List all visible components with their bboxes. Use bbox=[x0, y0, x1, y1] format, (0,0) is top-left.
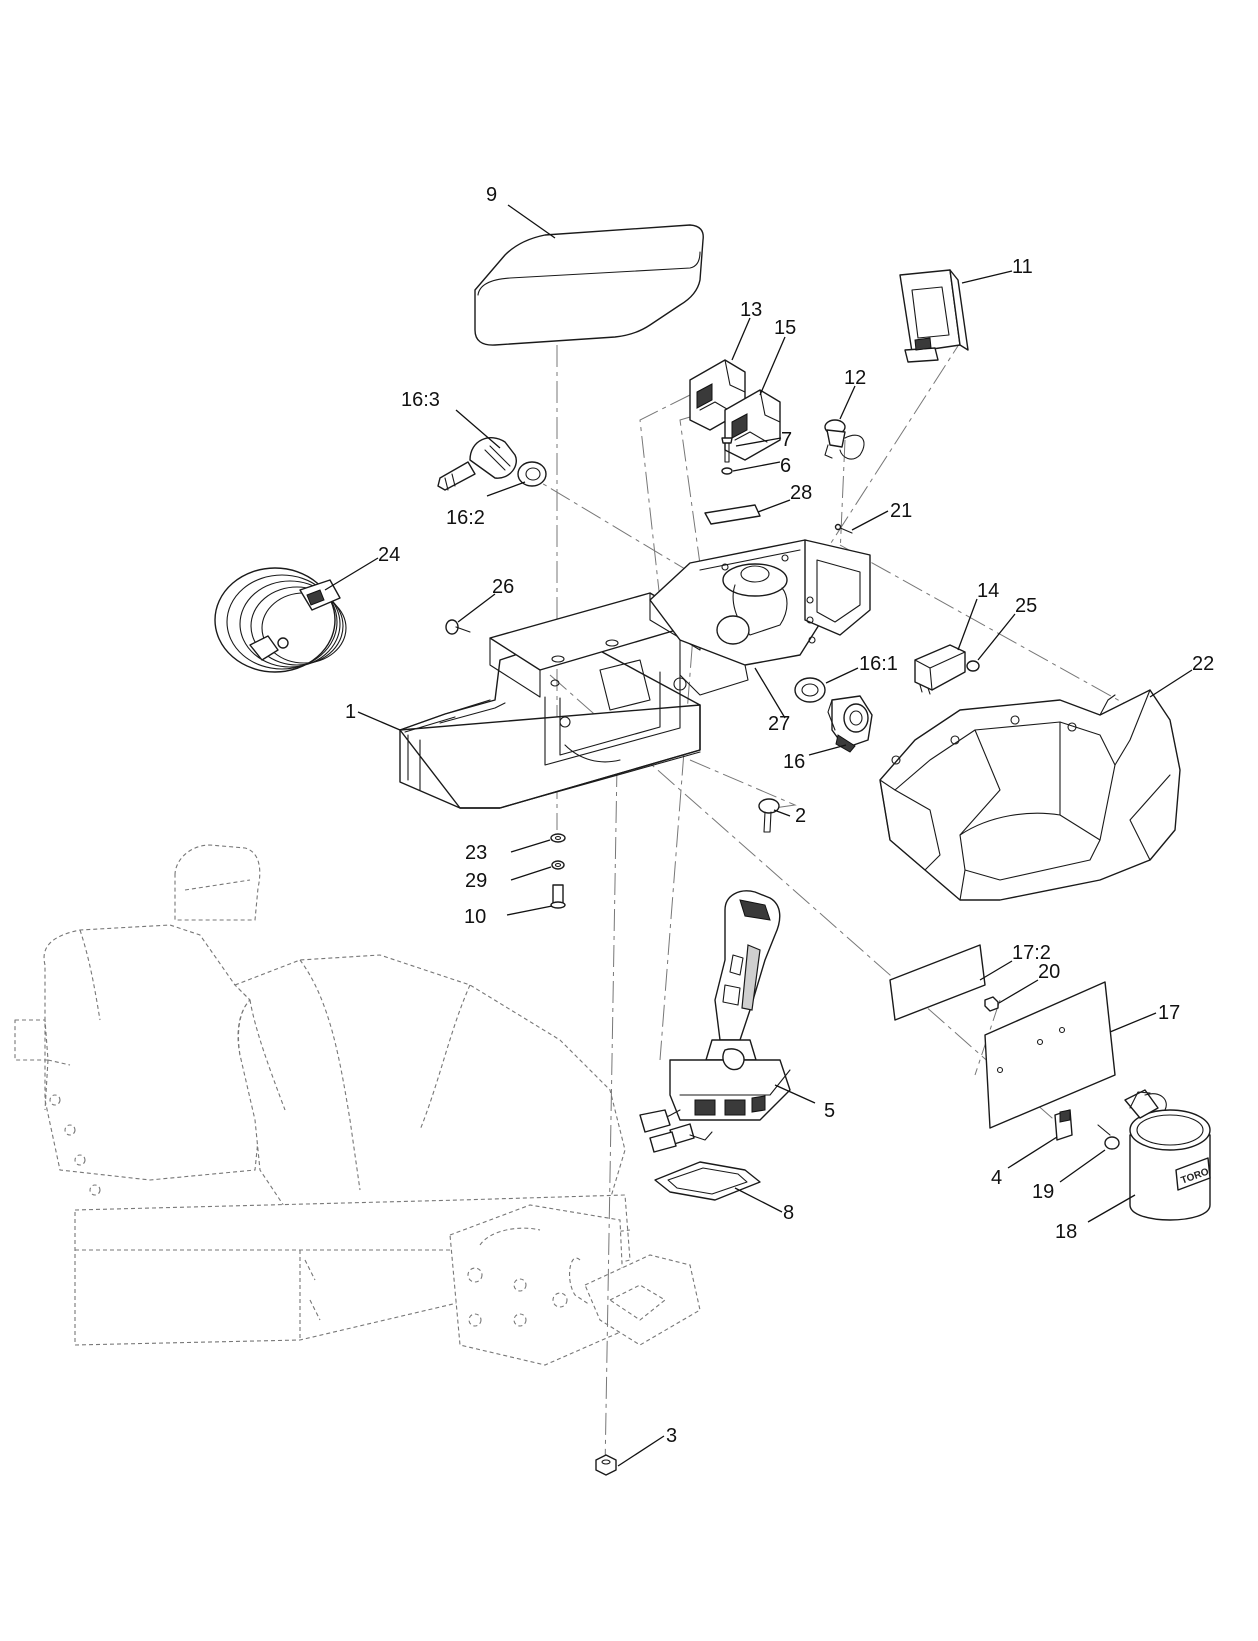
callout-14: 14 bbox=[977, 580, 999, 602]
callout-7: 7 bbox=[781, 429, 792, 451]
callout-20: 20 bbox=[1038, 961, 1060, 983]
leader-lines bbox=[324, 204, 1193, 1467]
callout-6: 6 bbox=[780, 455, 791, 477]
washer-29 bbox=[551, 860, 565, 870]
armrest-pad-part bbox=[474, 224, 704, 346]
callout-8: 8 bbox=[783, 1202, 794, 1224]
callout-23: 23 bbox=[465, 842, 487, 864]
pin-2 bbox=[758, 798, 780, 833]
callout-17-2: 17:2 bbox=[1012, 942, 1051, 964]
callout-13: 13 bbox=[740, 299, 762, 321]
washer-23 bbox=[550, 833, 566, 843]
callout-22: 22 bbox=[1192, 653, 1214, 675]
label-28 bbox=[704, 504, 761, 525]
callout-2: 2 bbox=[795, 805, 806, 827]
callout-29: 29 bbox=[465, 870, 487, 892]
screw-19 bbox=[1097, 1124, 1120, 1150]
callout-9: 9 bbox=[486, 184, 497, 206]
pin-21 bbox=[834, 523, 853, 534]
decal-17-2 bbox=[889, 944, 986, 1021]
callout-25: 25 bbox=[1015, 595, 1037, 617]
callout-16-2: 16:2 bbox=[446, 507, 485, 529]
main-bracket-1 bbox=[399, 592, 701, 809]
rocker-switch-15 bbox=[724, 389, 781, 461]
joystick-5 bbox=[639, 890, 791, 1153]
callout-24: 24 bbox=[378, 544, 400, 566]
gasket-8 bbox=[654, 1161, 761, 1201]
callout-18: 18 bbox=[1055, 1221, 1077, 1243]
callout-3: 3 bbox=[666, 1425, 677, 1447]
cup-holder-18: TORO bbox=[1124, 1089, 1211, 1221]
washer-6 bbox=[721, 467, 733, 475]
screw-7 bbox=[721, 437, 733, 463]
callout-1: 1 bbox=[345, 701, 356, 723]
callout-12: 12 bbox=[844, 367, 866, 389]
callout-17: 17 bbox=[1158, 1002, 1180, 1024]
callout-15: 15 bbox=[774, 317, 796, 339]
ignition-switch-16 bbox=[794, 677, 873, 753]
callout-16: 16 bbox=[783, 751, 805, 773]
callout-4: 4 bbox=[991, 1167, 1002, 1189]
pin-fastener-12 bbox=[824, 419, 865, 460]
bolt-10 bbox=[550, 884, 566, 909]
ignition-key-16-3 bbox=[437, 437, 517, 491]
callout-labels: 9 11 13 15 12 16:3 7 6 16:2 28 21 24 26 … bbox=[345, 184, 1214, 1447]
cable-coil-24 bbox=[214, 567, 347, 673]
bolt-26 bbox=[445, 619, 471, 635]
nut-ring-16-2 bbox=[517, 461, 547, 487]
callout-11: 11 bbox=[1012, 256, 1033, 278]
nut-3 bbox=[595, 1454, 617, 1476]
callout-21: 21 bbox=[890, 500, 912, 522]
relay-bracket-14 bbox=[914, 644, 966, 695]
mount-plate-17 bbox=[984, 981, 1116, 1129]
cover-plate-part bbox=[899, 269, 969, 363]
callout-16-3: 16:3 bbox=[401, 389, 440, 411]
clip-4 bbox=[1054, 1109, 1073, 1141]
nut-25 bbox=[966, 660, 980, 672]
callout-27: 27 bbox=[768, 713, 790, 735]
callout-16-1: 16:1 bbox=[859, 653, 898, 675]
callout-28: 28 bbox=[790, 482, 812, 504]
seat-reference-outline bbox=[14, 844, 701, 1366]
storage-tray-22 bbox=[879, 689, 1181, 901]
callout-10: 10 bbox=[464, 906, 486, 928]
upper-bracket-27 bbox=[649, 539, 871, 696]
callout-26: 26 bbox=[492, 576, 514, 598]
callout-5: 5 bbox=[824, 1100, 835, 1122]
callout-19: 19 bbox=[1032, 1181, 1054, 1203]
nut-20 bbox=[984, 996, 999, 1012]
